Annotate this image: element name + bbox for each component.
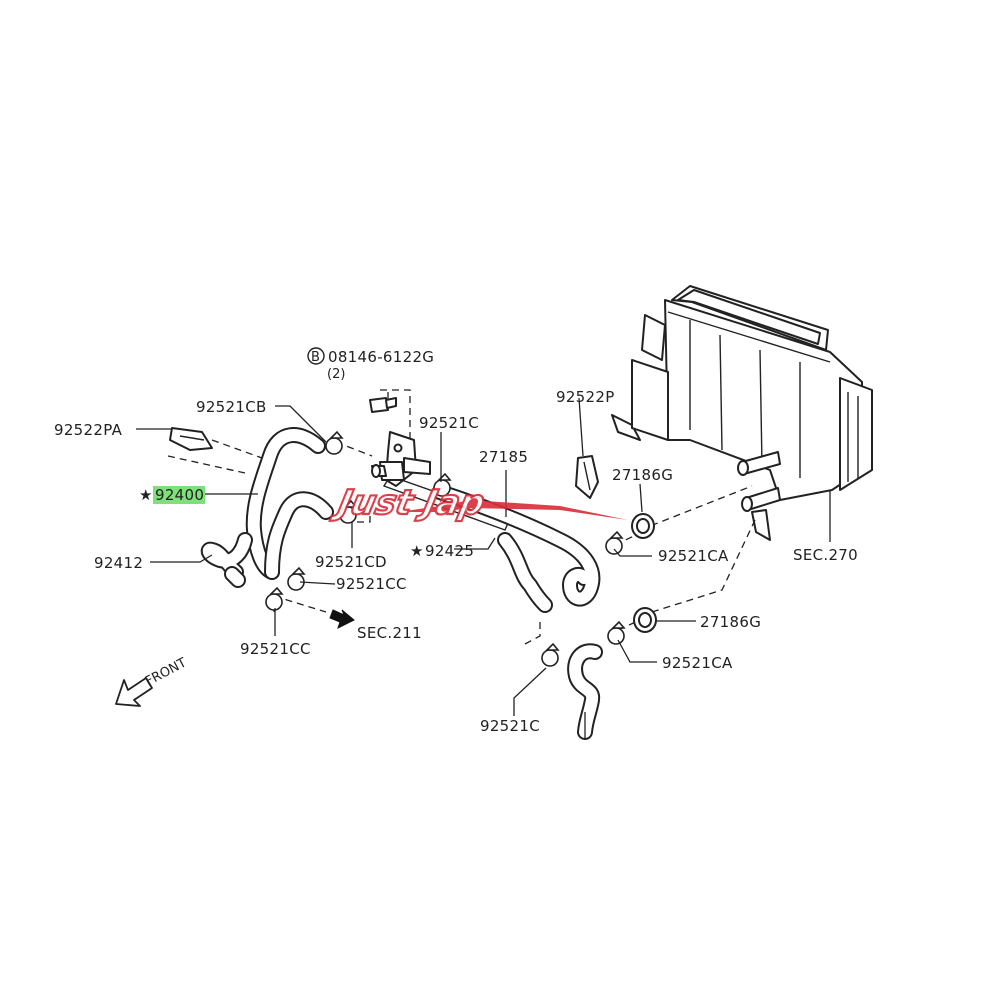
label-27186G-bottom: 27186G [700, 613, 761, 631]
star-92400: ★ [139, 486, 153, 504]
arrow-outline-icon [115, 677, 153, 707]
label-08146-6122G: 08146-6122G [328, 348, 434, 366]
label-SEC211: SEC.211 [357, 624, 422, 642]
star-92425: ★ [410, 542, 424, 560]
hoses [201, 427, 603, 740]
label-92521CC-right: 92521CC [336, 575, 407, 593]
label-92412: 92412 [94, 554, 143, 572]
label-front: FRONT [143, 655, 189, 689]
label-92521C-bottom: 92521C [480, 717, 540, 735]
arrow-solid-icon [329, 609, 355, 629]
watermark: Just Jap [328, 482, 628, 524]
label-92521CA-top: 92521CA [658, 547, 729, 565]
label-92521CA-bottom: 92521CA [662, 654, 733, 672]
label-bolt-qty: (2) [327, 367, 345, 382]
bolt-circle-letter: B [311, 350, 320, 365]
label-92522PA: 92522PA [54, 421, 123, 439]
heater-unit [611, 285, 873, 541]
label-92521CC-bottom: 92521CC [240, 640, 311, 658]
hose-clamps [265, 430, 626, 667]
label-92522P: 92522P [556, 388, 615, 406]
label-27186G-top: 27186G [612, 466, 673, 484]
label-92521C-top: 92521C [419, 414, 479, 432]
watermark-text: Just Jap [329, 483, 488, 523]
label-92521CD: 92521CD [315, 553, 387, 571]
label-92425: 92425 [425, 542, 474, 560]
part-highlight [153, 486, 205, 504]
part-labels: B 08146-6122G (2) 92522PA 92521CB 92521C… [54, 347, 858, 735]
label-92400: 92400 [155, 486, 204, 504]
label-SEC270: SEC.270 [793, 546, 858, 564]
leader-lines [136, 397, 831, 738]
valve-bracket [369, 397, 431, 487]
label-92521CB: 92521CB [196, 398, 267, 416]
label-27185: 27185 [479, 448, 528, 466]
clips-grommets [169, 427, 657, 633]
